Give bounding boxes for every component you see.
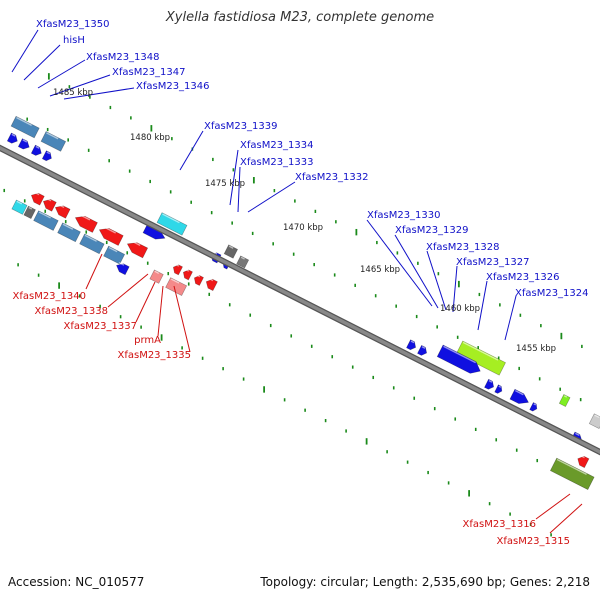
gene-label-top: XfasM23_1350 bbox=[36, 19, 110, 30]
leader-line bbox=[504, 295, 517, 341]
gene-red-arrow bbox=[30, 191, 45, 206]
gene-grey-light bbox=[588, 413, 600, 429]
leader-line bbox=[426, 250, 447, 311]
gene-steelblue bbox=[33, 210, 59, 231]
gene-label-bottom: XfasM23_1337 bbox=[63, 321, 137, 332]
gene-label-top: XfasM23_1334 bbox=[240, 140, 314, 151]
gene-cyan bbox=[156, 212, 188, 236]
gene-red-arrow bbox=[194, 274, 204, 286]
gene-label-top: XfasM23_1333 bbox=[240, 157, 314, 168]
gene-blue-arrow bbox=[417, 344, 427, 356]
leader-line bbox=[535, 493, 571, 520]
leader-line bbox=[157, 285, 164, 337]
gene-red-arrow bbox=[126, 239, 149, 259]
gene-label-top: XfasM23_1328 bbox=[426, 242, 500, 253]
gene-blue-arrow bbox=[484, 378, 494, 390]
gene-pink bbox=[149, 269, 164, 284]
leader-line bbox=[173, 285, 191, 353]
gene-label-top: XfasM23_1324 bbox=[515, 288, 589, 299]
gene-label-bottom: XfasM23_1340 bbox=[12, 291, 86, 302]
leader-line bbox=[11, 29, 39, 73]
leader-line bbox=[49, 74, 111, 97]
gene-label-top: XfasM23_1327 bbox=[456, 257, 530, 268]
gene-label-top: XfasM23_1332 bbox=[295, 172, 369, 183]
scale-label: 1470 kbp bbox=[283, 223, 323, 233]
text-layer: 1485 kbp 1480 kbp 1475 kbp 1470 kbp 1465 kbp… bbox=[12, 19, 588, 547]
gene-label-top: hisH bbox=[63, 35, 85, 46]
gene-label-top: XfasM23_1330 bbox=[367, 210, 441, 221]
scale-label: 1485 kbp bbox=[53, 88, 93, 98]
gene-blue-arrow bbox=[406, 339, 416, 351]
scale-label: 1480 kbp bbox=[130, 133, 170, 143]
leader-line bbox=[229, 149, 239, 206]
gene-steelblue bbox=[103, 245, 126, 265]
gene-grey-dark bbox=[236, 255, 250, 269]
gene-red-arrow bbox=[173, 263, 183, 276]
gene-blue-arrow bbox=[41, 150, 52, 162]
leader-layer bbox=[11, 29, 583, 534]
gene-red-arrow bbox=[42, 197, 57, 212]
scale-label: 1465 kbp bbox=[360, 265, 400, 275]
gene-label-top: XfasM23_1347 bbox=[112, 67, 186, 78]
leader-line bbox=[247, 181, 296, 213]
gene-pink bbox=[165, 277, 188, 296]
gene-label-top: XfasM23_1326 bbox=[486, 272, 560, 283]
gene-blue-arrow bbox=[494, 384, 503, 394]
leader-line bbox=[85, 253, 103, 290]
gene-red-arrow bbox=[98, 225, 124, 246]
gene-label-bottom: prmA bbox=[134, 335, 161, 346]
genome-backbone bbox=[0, 146, 600, 454]
gene-lime bbox=[455, 340, 506, 376]
gene-red-arrow bbox=[74, 213, 98, 233]
leader-line bbox=[237, 166, 241, 213]
gene-grey-dark bbox=[223, 244, 239, 259]
gene-label-top: XfasM23_1348 bbox=[86, 52, 160, 63]
scale-label: 1460 kbp bbox=[440, 304, 480, 314]
genome-summary-text: Topology: circular; Length: 2,535,690 bp… bbox=[259, 575, 590, 589]
gene-steelblue bbox=[57, 222, 81, 243]
gene-blue-arrow bbox=[30, 144, 42, 156]
map-title: Xylella fastidiosa M23, complete genome bbox=[165, 10, 434, 25]
gene-steelblue-left-2 bbox=[40, 131, 67, 152]
gene-blue-arrow bbox=[509, 388, 529, 404]
leader-line bbox=[549, 503, 583, 534]
gene-blue-arrow bbox=[436, 344, 481, 374]
gene-lime-small bbox=[558, 394, 571, 407]
leader-line bbox=[452, 265, 458, 313]
gene-label-bottom: XfasM23_1315 bbox=[496, 536, 570, 547]
gene-red-arrow bbox=[183, 268, 193, 281]
gene-label-top: XfasM23_1339 bbox=[204, 121, 278, 132]
gene-olive bbox=[549, 457, 595, 490]
gene-steelblue-left bbox=[10, 115, 40, 139]
gene-blue-arrow bbox=[6, 132, 18, 144]
gene-label-bottom: XfasM23_1316 bbox=[462, 519, 536, 530]
gene-label-top: XfasM23_1346 bbox=[136, 81, 210, 92]
gene-blue-arrow bbox=[17, 138, 30, 150]
gene-label-bottom: XfasM23_1338 bbox=[34, 306, 108, 317]
leader-line bbox=[107, 273, 149, 308]
scale-label: 1455 kbp bbox=[516, 344, 556, 354]
scale-label: 1475 kbp bbox=[205, 179, 245, 189]
leader-line bbox=[394, 234, 439, 309]
gene-label-top: XfasM23_1329 bbox=[395, 225, 469, 236]
gene-steelblue bbox=[79, 233, 105, 255]
leader-line bbox=[23, 44, 61, 81]
gene-grey-dark bbox=[23, 205, 36, 220]
leader-line bbox=[477, 280, 488, 331]
leader-line bbox=[179, 130, 204, 171]
gene-red-arrow bbox=[54, 203, 71, 219]
leader-line bbox=[135, 281, 156, 323]
leader-line bbox=[366, 219, 433, 307]
backbone-layer bbox=[0, 144, 600, 456]
gene-red-arrow bbox=[577, 454, 590, 469]
accession-text: Accession: NC_010577 bbox=[8, 575, 144, 589]
gene-red-arrow bbox=[205, 277, 218, 292]
gene-label-bottom: XfasM23_1335 bbox=[117, 350, 191, 361]
leader-line bbox=[37, 59, 86, 89]
gene-cyan bbox=[11, 199, 28, 215]
leader-line bbox=[63, 87, 135, 100]
gene-blue-arrow bbox=[529, 402, 538, 412]
gene-blue-arrow bbox=[116, 262, 130, 276]
